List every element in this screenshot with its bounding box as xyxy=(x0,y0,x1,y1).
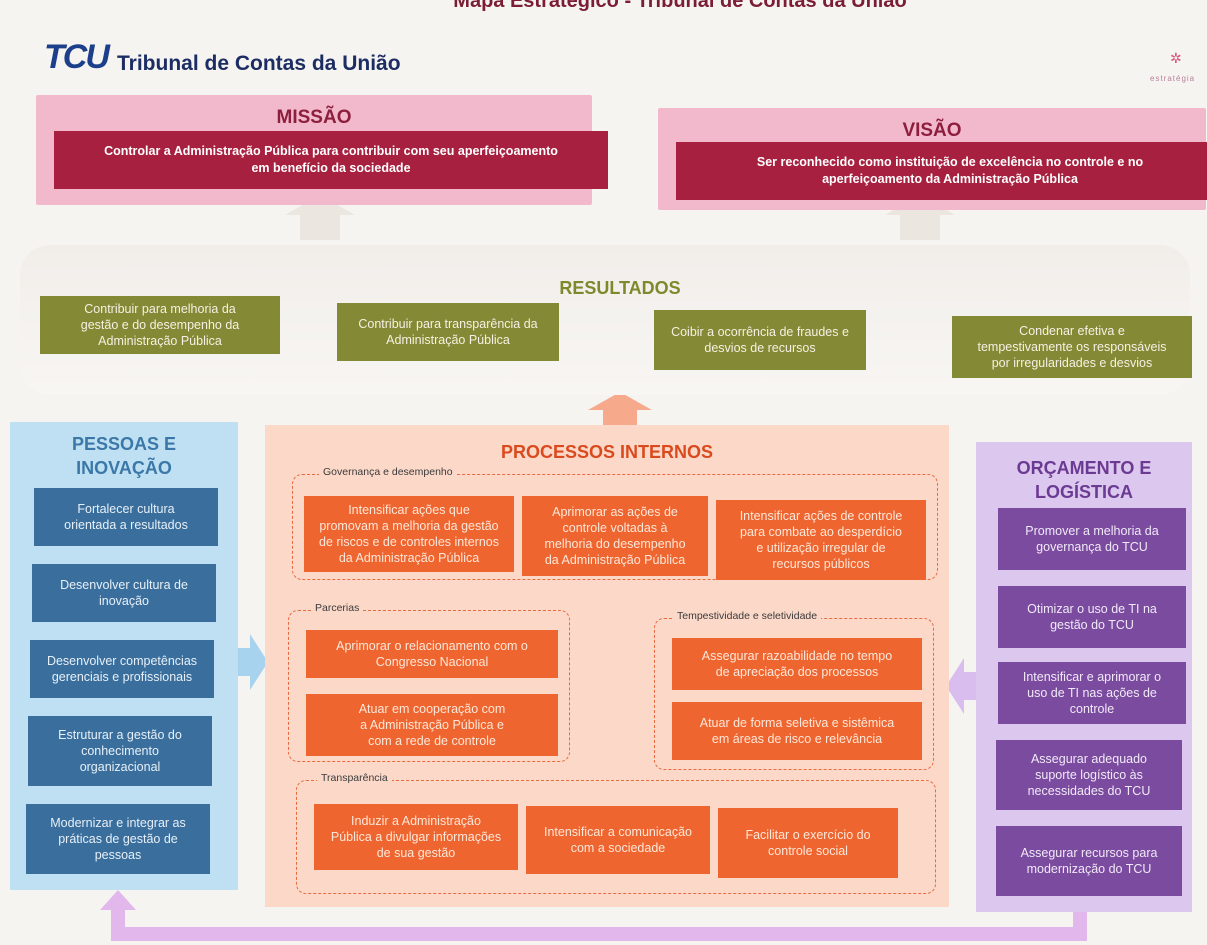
governance-item: Intensificar ações de controle para comb… xyxy=(716,500,926,580)
timeliness-label: Tempestividade e seletividade xyxy=(673,610,822,622)
timeliness-group: Tempestividade e seletividade xyxy=(654,610,934,770)
people-item: Desenvolver competências gerenciais e pr… xyxy=(30,640,214,698)
page-title: Mapa Estratégico - Tribunal de Contas da… xyxy=(453,0,907,12)
partnership-item: Aprimorar o relacionamento com o Congres… xyxy=(306,630,558,678)
people-item: Fortalecer cultura orientada a resultado… xyxy=(34,488,218,546)
result-item: Condenar efetiva e tempestivamente os re… xyxy=(952,316,1192,378)
strategy-logo: ✲ estratégia xyxy=(1150,50,1202,94)
governance-label: Governança e desempenho xyxy=(319,466,457,478)
flower-icon: ✲ xyxy=(1170,50,1182,66)
mission-panel: MISSÃO Controlar a Administração Pública… xyxy=(36,95,608,205)
budget-logistics-title: ORÇAMENTO E LOGÍSTICA xyxy=(1016,458,1152,502)
partnerships-label: Parcerias xyxy=(311,602,364,614)
process-to-results-arrow xyxy=(588,392,652,425)
internal-processes-title: PROCESSOS INTERNOS xyxy=(500,442,714,462)
transparency-group: Transparência xyxy=(296,772,936,894)
results-to-mission-arrow xyxy=(285,195,355,240)
budget-item: Assegurar adequado suporte logístico às … xyxy=(996,740,1182,810)
vision-text: Ser reconhecido como instituição de exce… xyxy=(676,142,1207,200)
result-item: Contribuir para transparência da Adminis… xyxy=(337,303,559,361)
budget-to-process-arrow xyxy=(946,658,976,714)
budget-item: Promover a melhoria da governança do TCU xyxy=(998,508,1186,570)
transparency-item: Induzir a Administração Pública a divulg… xyxy=(314,804,518,870)
governance-item: Intensificar ações que promovam a melhor… xyxy=(304,496,514,572)
vision-title: VISÃO xyxy=(902,120,962,141)
vision-panel: VISÃO Ser reconhecido como instituição d… xyxy=(658,108,1207,210)
org-name: Tribunal de Contas da União xyxy=(117,52,401,75)
governance-group: Governança e desempenho xyxy=(292,466,938,580)
results-title: RESULTADOS xyxy=(559,278,681,298)
people-to-process-arrow xyxy=(238,634,268,690)
budget-item: Intensificar e aprimorar o uso de TI nas… xyxy=(998,662,1186,724)
people-item: Estruturar a gestão do conhecimento orga… xyxy=(28,716,212,786)
partnerships-group: Parcerias xyxy=(288,602,570,762)
mission-title: MISSÃO xyxy=(276,107,352,128)
tcu-logo-icon: TCU xyxy=(44,38,110,76)
transparency-label: Transparência xyxy=(317,772,392,784)
budget-item: Assegurar recursos para modernização do … xyxy=(996,826,1182,896)
partnership-item: Atuar em cooperação com a Administração … xyxy=(306,694,558,756)
transparency-item: Facilitar o exercício do controle social xyxy=(718,808,898,878)
result-item: Coibir a ocorrência de fraudes e desvios… xyxy=(654,310,866,370)
people-innovation-title: PESSOAS E INOVAÇÃO xyxy=(71,434,177,478)
timeliness-item: Assegurar razoabilidade no tempo de apre… xyxy=(672,638,922,690)
strategy-logo-text: estratégia xyxy=(1150,74,1196,83)
budget-to-people-loop xyxy=(111,908,1087,941)
budget-item: Otimizar o uso de TI na gestão do TCU xyxy=(998,586,1186,648)
mission-text: Controlar a Administração Pública para c… xyxy=(54,131,608,189)
people-item: Desenvolver cultura de inovação xyxy=(32,564,216,622)
result-item: Contribuir para melhoria da gestão e do … xyxy=(40,296,280,354)
people-item: Modernizar e integrar as práticas de ges… xyxy=(26,804,210,874)
timeliness-item: Atuar de forma seletiva e sistêmica em á… xyxy=(672,702,922,760)
transparency-item: Intensificar a comunicação com a socieda… xyxy=(526,806,710,874)
loop-arrowhead xyxy=(100,890,136,910)
governance-item: Aprimorar as ações de controle voltadas … xyxy=(522,496,708,576)
